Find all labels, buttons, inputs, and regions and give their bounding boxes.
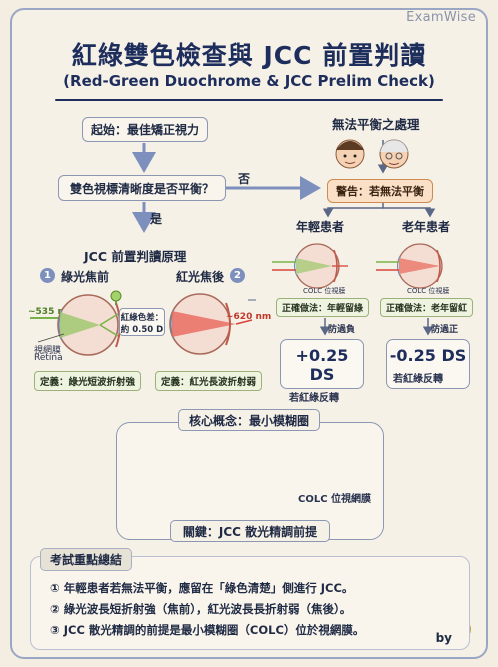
no-label: 否 — [238, 172, 251, 186]
old-reaction: 若紅綠反轉 — [393, 374, 443, 385]
green-number: 1 — [40, 268, 55, 283]
green-definition: 定義：綠光短波折射強 — [34, 371, 142, 391]
young-patient-label: 年輕患者 — [296, 220, 345, 234]
retina-zh: 視網膜 — [34, 346, 62, 356]
young-eye-diagram — [272, 243, 348, 289]
old-face-icon — [379, 139, 409, 169]
principle-title: JCC 前置判讀原理 — [84, 249, 187, 264]
byline: by — [435, 631, 452, 645]
old-patient-label: 老年患者 — [402, 220, 451, 234]
old-practice: 正確做法：老年留紅 — [380, 298, 474, 317]
question-box: 雙色視標清晰度是否平衡？ — [58, 175, 226, 201]
core-key: 關鍵：JCC 散光精調前提 — [170, 520, 330, 542]
young-ds-value: +0.25 DS — [295, 346, 349, 384]
red-wavelength: ~620 nm — [226, 312, 272, 322]
title-divider — [55, 99, 443, 101]
red-eye-diagram — [169, 293, 253, 355]
summary-item: ① 年輕患者若無法平衡，應留在「綠色清楚」側進行 JCC。 — [50, 581, 354, 595]
difference-line2: 約 0.50 D — [120, 325, 164, 335]
green-wavelength: ~535 nm — [28, 307, 74, 317]
young-practice: 正確做法：年輕留綠 — [276, 298, 370, 317]
young-ds-box: +0.25 DS 若紅綠反轉 — [280, 339, 364, 404]
old-colc: COLC 位視膜 — [407, 287, 450, 295]
brand-label: ExamWise — [406, 10, 476, 25]
red-number: 2 — [230, 268, 245, 283]
yes-label: 是 — [150, 212, 163, 226]
old-purpose: 防過正 — [431, 325, 459, 335]
summary-title: 考試重點總結 — [40, 548, 133, 571]
core-title: 核心概念：最小模糊圈 — [178, 409, 320, 431]
old-ds-box: -0.25 DS 若紅綠反轉 — [386, 339, 470, 389]
difference-box: 紅綠色差： 約 0.50 D — [119, 308, 165, 336]
young-purpose: 防過負 — [328, 325, 356, 335]
page-subtitle: (Red-Green Duochrome & JCC Prelim Check) — [63, 72, 435, 90]
red-definition: 定義：紅光長波折射弱 — [155, 371, 263, 391]
difference-line1: 紅綠色差： — [120, 313, 164, 323]
unbalanced-title: 無法平衡之處理 — [332, 117, 420, 132]
green-focus-label: 綠光焦前 — [61, 270, 110, 284]
start-box: 起始：最佳矯正視力 — [82, 117, 208, 142]
green-eye-diagram — [30, 290, 122, 356]
summary-item: ② 綠光波長短折射強（焦前），紅光波長長折射弱（焦後）。 — [50, 602, 352, 616]
summary-item: ③ JCC 散光精調的前提是最小模糊圈（COLC）位於視網膜。 — [50, 623, 365, 637]
young-reaction: 若紅綠反轉 — [289, 393, 339, 404]
arrow-to-young — [322, 198, 384, 218]
young-face-icon — [335, 139, 365, 169]
colc-label: COLC 位視網膜 — [298, 494, 372, 505]
young-colc: COLC 位視膜 — [303, 287, 346, 295]
summary-panel — [30, 556, 470, 650]
arrow-to-old — [383, 207, 436, 218]
page-title: 紅綠雙色檢查與 JCC 前置判讀 — [71, 41, 427, 70]
old-ds-value: -0.25 DS — [389, 346, 467, 365]
warning-badge: 警告：若無法平衡 — [327, 179, 433, 203]
retina-en: Retina — [34, 353, 63, 363]
red-focus-label: 紅光焦後 — [176, 270, 225, 284]
old-eye-diagram — [376, 243, 443, 289]
